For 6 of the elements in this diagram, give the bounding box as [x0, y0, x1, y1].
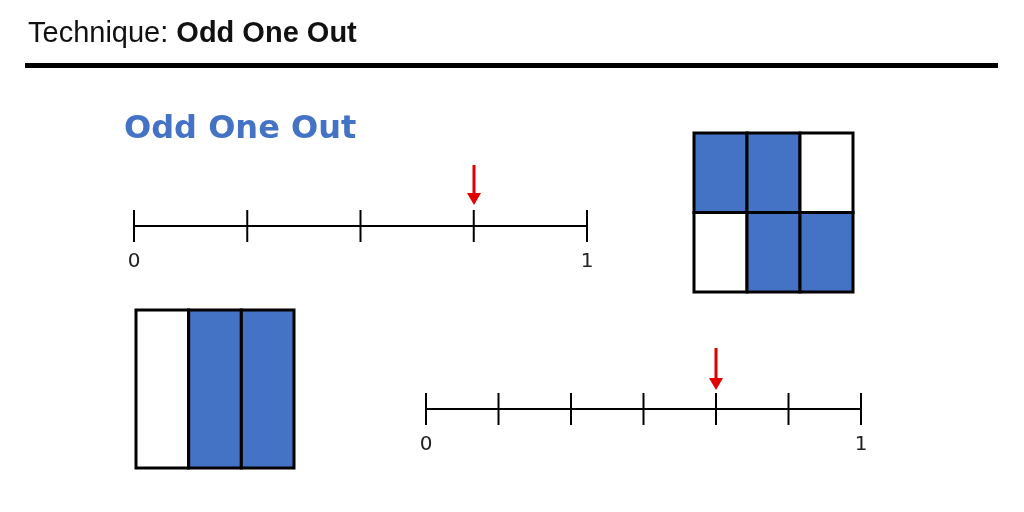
tick-label: 1: [580, 248, 594, 272]
tick-label: 0: [127, 248, 141, 272]
tick-label: 1: [854, 431, 868, 455]
heading: Odd One Out: [124, 108, 357, 146]
page-title: Technique: Odd One Out: [28, 16, 357, 49]
tick-label: 0: [419, 431, 433, 455]
